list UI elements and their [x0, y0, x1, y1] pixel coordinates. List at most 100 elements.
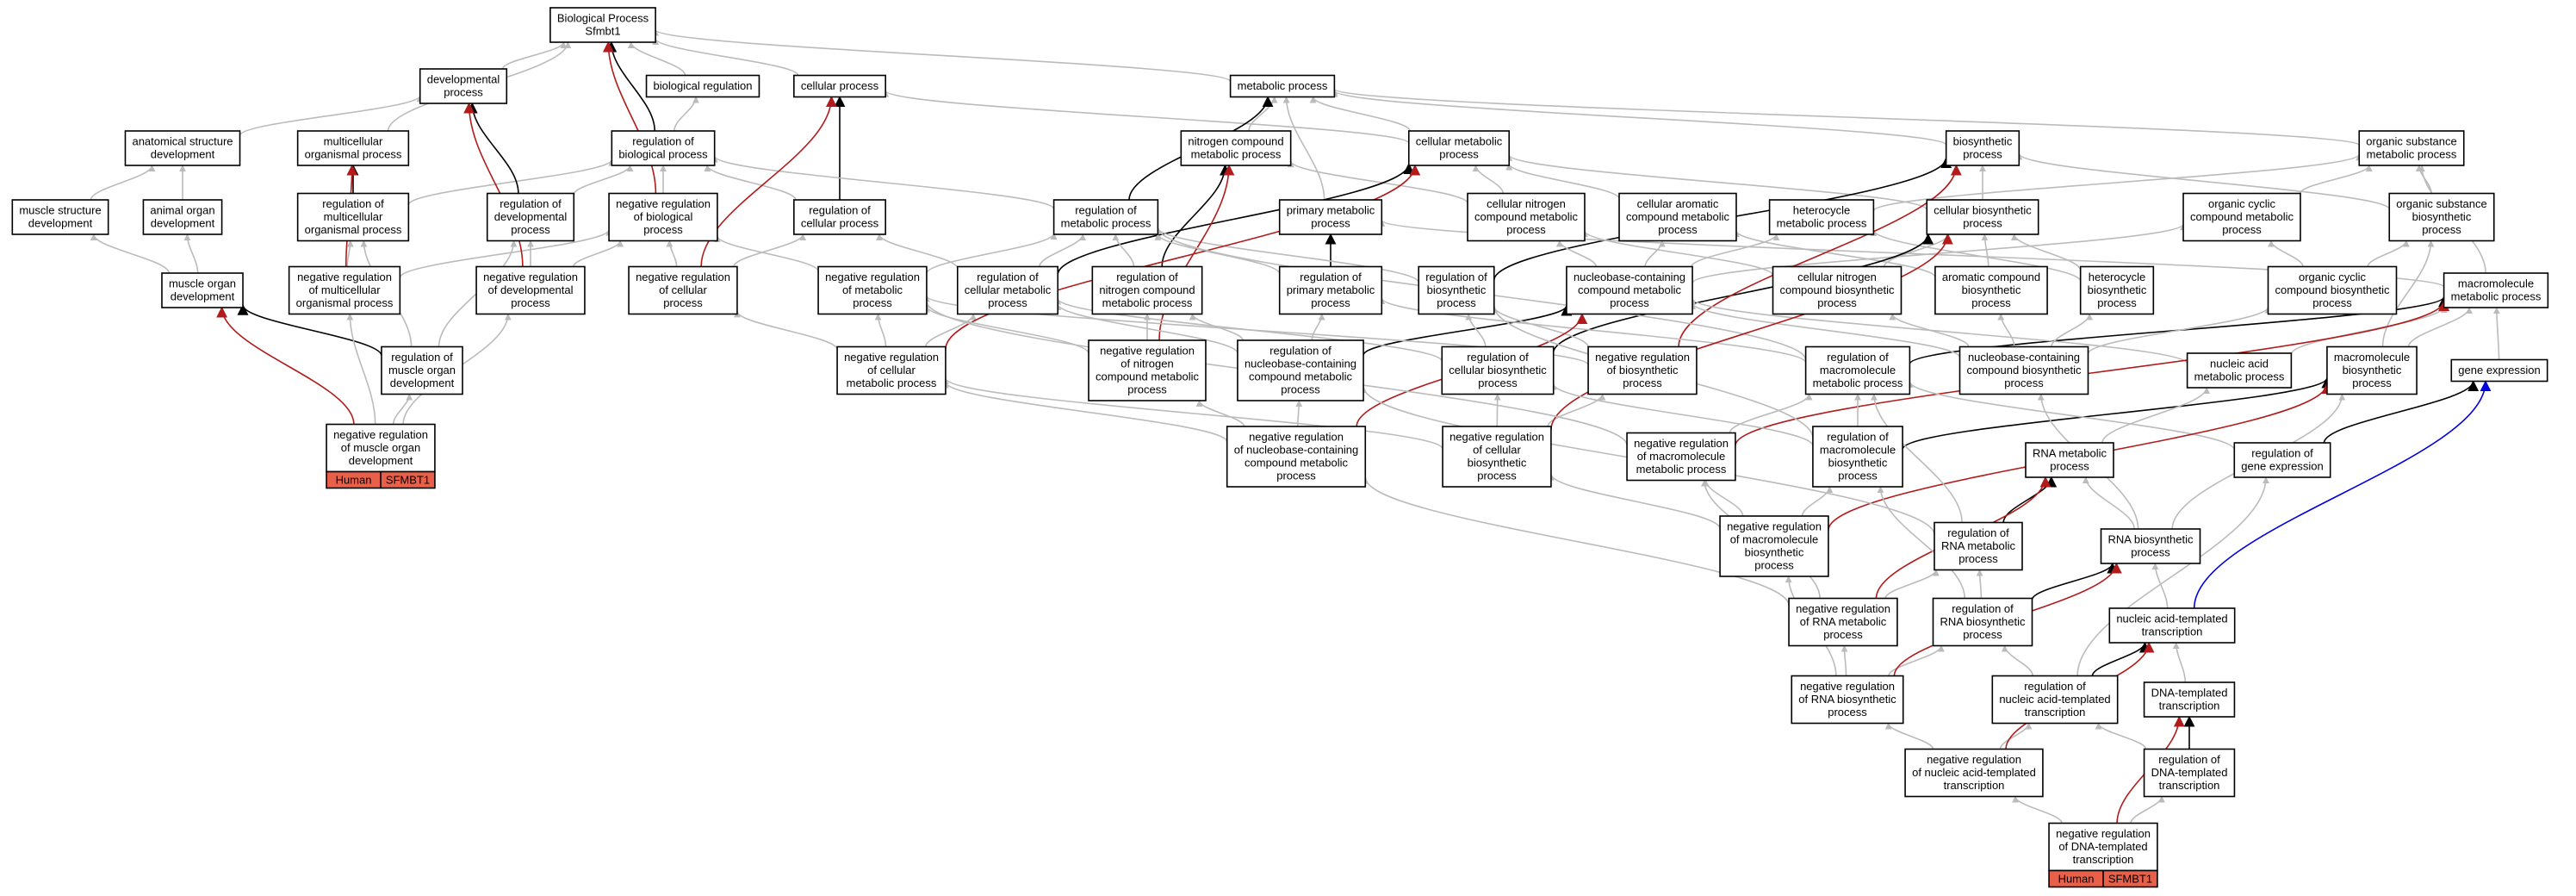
- edge-is-a-negregmusorg-to-negregmulti: [346, 313, 376, 425]
- edge-is-a-regnitro-to-regmetab: [1112, 233, 1135, 267]
- term-label-line: cellular nitrogen: [1487, 197, 1566, 210]
- term-label-line: regulation of: [2251, 447, 2313, 460]
- go-term-metab[interactable]: metabolic process: [1229, 74, 1336, 98]
- term-label-line: biosynthetic: [1427, 283, 1487, 296]
- term-label-line: negative regulation: [1595, 351, 1690, 364]
- term-label-line: nucleobase-containing: [1968, 351, 2080, 364]
- term-label-line: developmental: [427, 73, 500, 86]
- term-box: [326, 423, 436, 473]
- go-term-regmacrobio[interactable]: regulation ofmacromoleculebiosyntheticpr…: [1812, 426, 1903, 488]
- term-box: [142, 199, 223, 235]
- term-label-line: negative regulation: [1927, 753, 2021, 766]
- go-term-geneexp[interactable]: gene expression: [2450, 358, 2548, 383]
- edge-is-a-negregnucbase-to-negregcellmetab: [941, 381, 1228, 443]
- go-term-bioreg[interactable]: biological regulation: [645, 74, 760, 98]
- term-label-line: regulation of: [1425, 271, 1487, 283]
- term-box: [2186, 352, 2293, 389]
- edge-is-a-negregdnatrans-to-negregnucacidtrans: [2012, 795, 2063, 824]
- edge-is-a-negregmacrobio-to-regmacrobio: [1801, 486, 1834, 517]
- edge-is-a-orgcyc-to-orgsub: [2299, 165, 2373, 194]
- go-term-cellproc[interactable]: cellular process: [793, 74, 886, 98]
- edge-is-a-negregnitro-to-negregmetab: [922, 305, 1089, 354]
- go-term-regnucbase[interactable]: regulation ofnucleobase-containingcompou…: [1237, 339, 1364, 401]
- term-label-line: DNA-templated: [2151, 766, 2228, 779]
- term-label-line: process: [1439, 148, 1479, 161]
- edge-is-a-musstruct-to-anatdev: [90, 165, 156, 201]
- term-label-line: nucleic acid-templated: [1999, 693, 2110, 706]
- edge-is-a-biosyn-to-metab: [1331, 90, 1947, 146]
- edge-is-a-nucbasebio-to-nucbase: [1689, 302, 1961, 358]
- term-label-line: development: [151, 217, 215, 230]
- edge-is-a-cellmetab-to-cellproc: [882, 90, 1410, 144]
- edge-is-a-devproc-to-bp: [501, 41, 568, 70]
- term-label-line: metabolic process: [1813, 376, 1903, 389]
- term-label-line: transcription: [2159, 700, 2220, 712]
